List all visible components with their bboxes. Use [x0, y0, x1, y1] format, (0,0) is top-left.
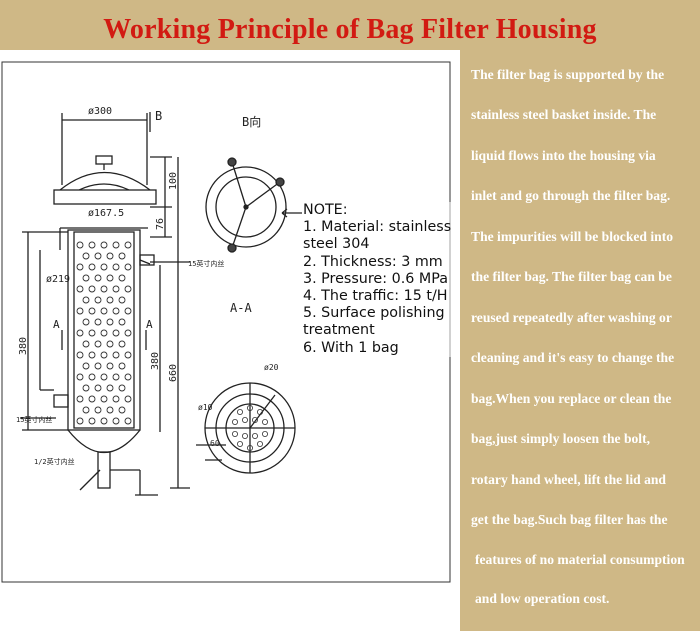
filter-housing-drawing: ø300 B B向 ø167.5 ø219 A-A A A 15英寸内丝 15英… [1, 61, 451, 583]
dim-body-diameter: ø219 [46, 274, 70, 285]
note-line: 4. The traffic: 15 t/H [303, 288, 448, 305]
description-line: bag.When you replace or clean the [471, 391, 672, 406]
dim-flange-height: 76 [155, 218, 166, 230]
note-line: 1. Material: stainless [303, 219, 452, 236]
section-dim-1: 60 [210, 439, 220, 448]
label-inlet-lower: 15英寸内丝 [16, 415, 52, 424]
note-line: 3. Pressure: 0.6 MPa [303, 270, 448, 287]
dim-cap-height: 100 [168, 172, 179, 190]
description-line: stainless steel basket inside. The [471, 107, 657, 122]
note-line: steel 304 [303, 236, 370, 253]
note-heading: NOTE: [303, 202, 348, 218]
a-a-section-drawing [196, 382, 296, 474]
description-line: bag,just simply loosen the bolt, [471, 431, 651, 446]
section-dim-2: ø20 [264, 363, 279, 372]
description-line: and low operation cost. [475, 591, 610, 606]
dim-height-total: 660 [168, 364, 179, 382]
note-line: treatment [303, 322, 375, 339]
label-b-arrow: B [155, 109, 162, 123]
note-line: 2. Thickness: 3 mm [303, 253, 443, 270]
note-line: 5. Surface polishing [303, 305, 445, 322]
dim-height-380-left: 380 [18, 337, 29, 355]
description-line: features of no material consumption [475, 552, 685, 567]
description-line: cleaning and it's easy to change the [471, 350, 675, 365]
section-dim-3: ø10 [198, 403, 213, 412]
description-line: inlet and go through the filter bag. [471, 188, 671, 203]
description-line: reused repeatedly after washing or [471, 310, 672, 325]
label-inlet-upper: 15英寸内丝 [188, 259, 224, 268]
dim-body-width: ø167.5 [88, 208, 124, 219]
label-a-right: A [146, 318, 153, 331]
spec-note: NOTE: 1. Material: stainless steel 304 2… [303, 202, 452, 357]
description-line: The impurities will be blocked into [471, 229, 674, 244]
page-title: Working Principle of Bag Filter Housing [103, 14, 597, 45]
label-a-left: A [53, 318, 60, 331]
a-a-perforation [231, 404, 268, 451]
b-view-drawing [205, 157, 287, 253]
perforation-pattern [76, 241, 132, 425]
dim-height-380-right: 380 [150, 352, 161, 370]
description-line: rotary hand wheel, lift the lid and [471, 472, 666, 487]
dim-top-width: ø300 [88, 106, 112, 117]
housing-elevation [20, 112, 190, 496]
label-b-view: B向 [242, 114, 261, 129]
note-line: 6. With 1 bag [303, 339, 399, 356]
description-line: the filter bag. The filter bag can be [471, 269, 672, 284]
description-line: The filter bag is supported by the [471, 67, 665, 82]
description-line: liquid flows into the housing via [471, 148, 656, 163]
technical-drawing-panel: ø300 B B向 ø167.5 ø219 A-A A A 15英寸内丝 15英… [0, 50, 460, 631]
label-outlet: 1/2英寸内丝 [34, 457, 75, 466]
label-section: A-A [230, 301, 252, 315]
description-line: get the bag.Such bag filter has the [471, 512, 668, 527]
